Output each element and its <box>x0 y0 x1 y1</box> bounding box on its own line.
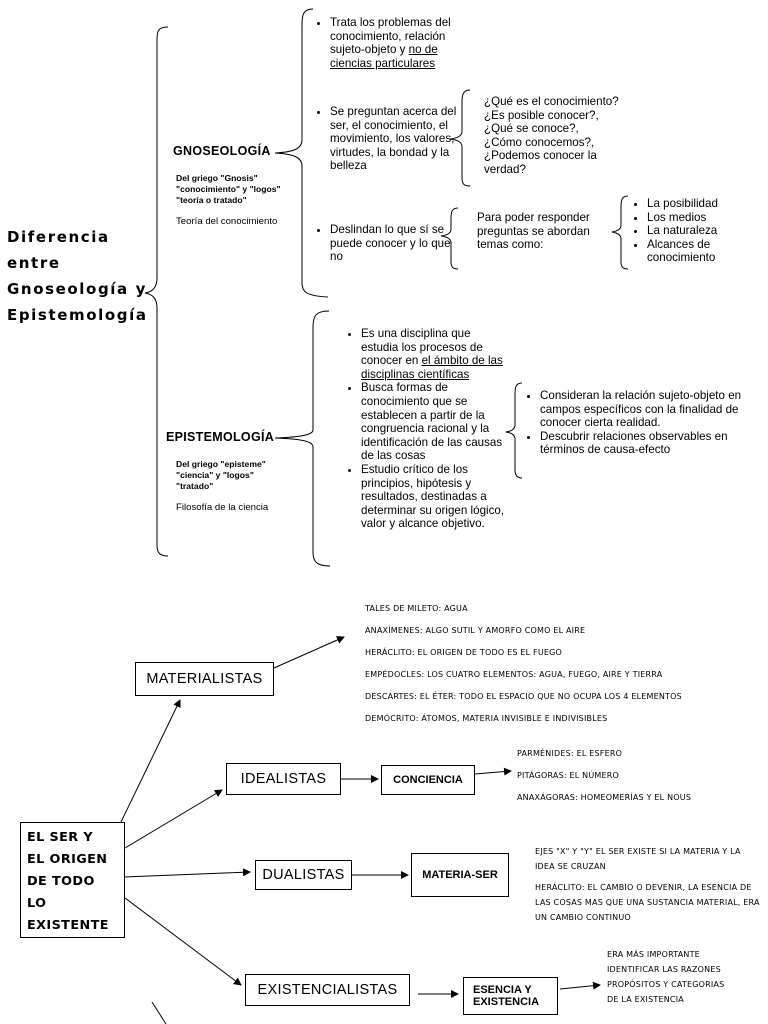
epistemologia-detail: Consideran la relación sujeto-objeto en … <box>523 389 755 457</box>
dualistas-items: EJES "X" Y "Y" EL SER EXISTE SI LA MATER… <box>535 847 760 922</box>
esencia-existencia-box: ESENCIA Y EXISTENCIA <box>463 977 558 1015</box>
epistemologia-label: EPISTEMOLOGÍA <box>166 430 275 444</box>
gnoseologia-bullet-2: Se preguntan acerca del ser, el conocimi… <box>313 105 465 173</box>
idealistas-items: PARMÉNIDES: EL ESFERO PITÁGORAS: EL NÚME… <box>517 749 692 802</box>
epistemologia-bullets: Es una disciplina que estudia los proces… <box>344 327 511 531</box>
arrow-materialistas <box>120 699 181 823</box>
questions-brace <box>449 89 471 187</box>
materialistas-items: TALES DE MILETO: AGUA ANAXÍMENES: ALGO S… <box>365 604 682 723</box>
conciencia-box: CONCIENCIA <box>381 765 475 795</box>
materialistas-box: MATERIALISTAS <box>135 662 274 696</box>
epistemologia-etymology: Del griego "episteme" "ciencia" y "logos… <box>176 459 266 491</box>
gnoseologia-label: GNOSEOLOGÍA <box>173 144 271 158</box>
arrow-existencialistas <box>124 897 242 986</box>
gnoseologia-detail: Para poder responder preguntas se aborda… <box>477 211 590 252</box>
idealistas-box: IDEALISTAS <box>226 763 341 795</box>
arrow-idealistas <box>124 789 223 849</box>
existencialistas-box: EXISTENCIALISTAS <box>245 974 410 1006</box>
gnoseologia-brace <box>274 8 329 298</box>
existencialistas-items: ERA MÁS IMPORTANTE IDENTIFICAR LAS RAZON… <box>607 950 725 1004</box>
arrow-materialistas-items <box>273 636 345 669</box>
gnoseologia-topics: La posibilidad Los medios La naturaleza … <box>630 197 768 265</box>
arrow-dualistas <box>124 868 251 878</box>
line-bottom <box>151 1001 167 1024</box>
gnoseologia-bullet-1: Trata los problemas del conocimiento, re… <box>313 16 465 70</box>
epistemologia-meaning: Filosofía de la ciencia <box>176 502 269 513</box>
topics-brace <box>611 195 629 270</box>
gnoseologia-meaning: Teoría del conocimiento <box>176 216 278 227</box>
arrow-idealistas-items <box>474 767 512 776</box>
gnoseologia-etymology: Del griego "Gnosis" "conocimiento" y "lo… <box>176 173 281 205</box>
epistemologia-detail-brace <box>505 382 523 479</box>
main-brace <box>144 26 169 557</box>
root-box: EL SER Y EL ORIGEN DE TODO LO EXISTENTE <box>20 822 125 938</box>
materia-ser-box: MATERIA-SER <box>411 853 509 897</box>
detail-brace <box>440 207 459 270</box>
epistemologia-brace <box>274 310 331 567</box>
gnoseologia-bullet-3: Deslindan lo que sí se puede conocer y l… <box>313 223 458 264</box>
main-title: Diferencia entre Gnoseología y Epistemol… <box>7 228 148 324</box>
gnoseologia-questions: ¿Qué es el conocimiento? ¿Es posible con… <box>484 95 619 176</box>
dualistas-box: DUALISTAS <box>255 860 352 890</box>
arrow-existencialistas-items <box>559 981 601 990</box>
